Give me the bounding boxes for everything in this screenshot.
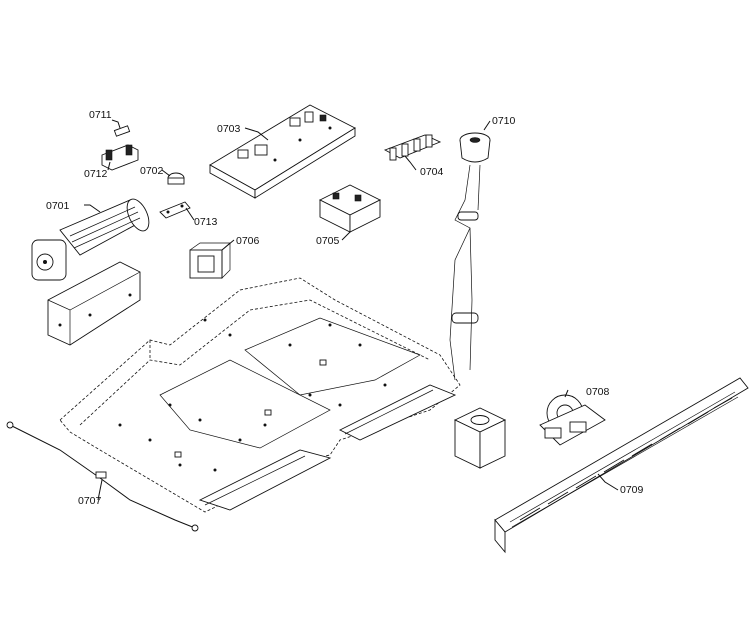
connector-0704 [383, 134, 442, 161]
label-0706: 0706 [236, 235, 260, 247]
label-0702: 0702 [140, 165, 164, 177]
label-0701: 0701 [46, 200, 70, 212]
relay-block-0705 [318, 184, 382, 233]
fan-motor-0701 [31, 198, 150, 346]
fuse-holder-0712 [101, 144, 139, 171]
label-0712: 0712 [84, 168, 108, 180]
control-board-0703 [209, 104, 356, 199]
label-0703: 0703 [217, 123, 241, 135]
fuse-0711 [113, 125, 131, 137]
label-0708: 0708 [586, 386, 610, 398]
wire-harness-0707 [6, 421, 199, 532]
label-0710: 0710 [492, 115, 516, 127]
label-0704: 0704 [420, 166, 444, 178]
label-0711: 0711 [89, 109, 112, 121]
base-plate [59, 277, 461, 513]
thermostat-0702 [167, 172, 185, 185]
label-0709: 0709 [620, 484, 644, 496]
part-labels: 0701 0702 0703 0704 0705 0706 0707 0708 … [46, 109, 644, 507]
plate-holes [118, 318, 387, 472]
side-rail-0709 [494, 377, 749, 554]
rail-slots [519, 397, 733, 521]
transformer-0706 [189, 242, 231, 279]
duct-adapter [453, 407, 507, 469]
bracket-0713 [159, 201, 191, 219]
convection-motor-0708 [539, 394, 606, 446]
lamp-socket-0710 [449, 132, 491, 381]
label-0713: 0713 [194, 216, 218, 228]
label-0707: 0707 [78, 495, 102, 507]
label-0705: 0705 [316, 235, 340, 247]
leader-lines [84, 119, 619, 501]
